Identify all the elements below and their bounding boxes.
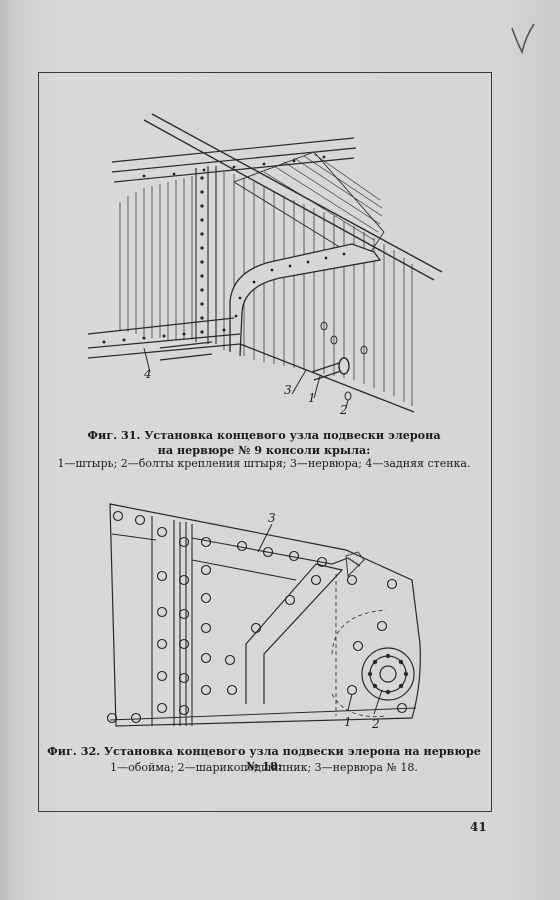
- fig31-label-3: 3: [284, 383, 292, 397]
- figure-31-title-line2: на нервюре № 9 консоли крыла:: [157, 443, 371, 457]
- page-frame: [38, 72, 492, 812]
- figure-32-legend: 1—обойма; 2—шарикоподшипник; 3—нервюра №…: [110, 761, 418, 774]
- figure-31-title-line1: Фиг. 31. Установка концевого узла подвес…: [87, 428, 441, 442]
- fig31-label-4: 4: [143, 367, 152, 381]
- figure-31-caption-title: Фиг. 31. Установка концевого узла подвес…: [44, 428, 484, 458]
- fig31-label-2: 2: [339, 403, 348, 417]
- fig31-label-1: 1: [308, 391, 316, 405]
- figure-32-drawing: 1 2 3: [106, 503, 421, 731]
- fig32-label-2: 2: [371, 717, 380, 731]
- figure-31-drawing: 1 2 3 4: [87, 113, 443, 417]
- handwritten-check-mark: [511, 23, 535, 55]
- figure-31-legend: 1—штырь; 2—болты крепления штыря; 3—нерв…: [57, 457, 471, 470]
- fig32-label-3: 3: [268, 511, 276, 525]
- figure-32-caption-title: Фиг. 32. Установка концевого узла подвес…: [47, 744, 481, 773]
- page-number: 41: [470, 820, 487, 834]
- fig32-label-1: 1: [344, 715, 352, 729]
